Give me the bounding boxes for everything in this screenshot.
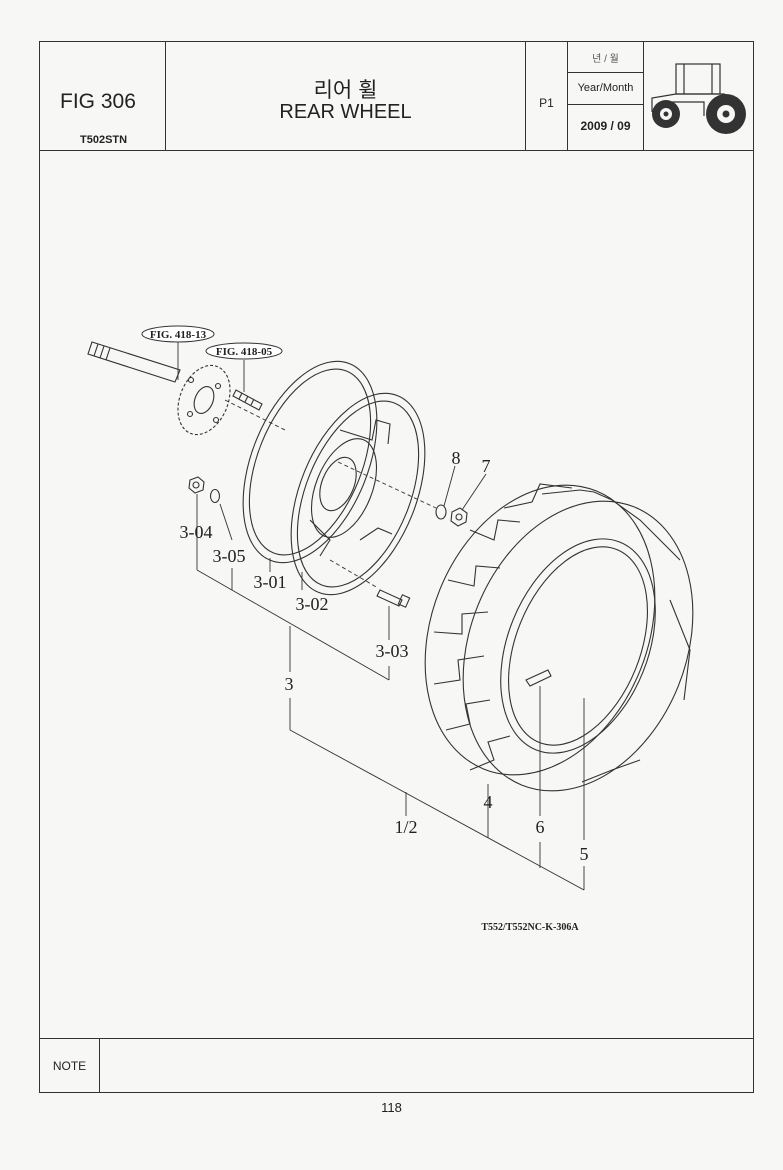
callout-4: 4 <box>484 792 493 812</box>
title-korean: 리어 휠 <box>313 79 378 102</box>
callout-6: 6 <box>536 817 545 837</box>
title-cell: 리어 휠 REAR WHEEL <box>166 42 526 150</box>
fig-ref-418-05: FIG. 418-05 <box>205 342 283 360</box>
axle-shaft <box>87 341 181 383</box>
callout-1-2: 1/2 <box>394 817 417 837</box>
wheel-rim <box>242 360 426 596</box>
svg-text:FIG. 418-13: FIG. 418-13 <box>150 329 207 341</box>
leader-lines <box>177 342 585 891</box>
tractor-cell <box>644 42 753 150</box>
date-cell: 년 / 월 Year/Month 2009 / 09 <box>568 42 644 150</box>
nuts-washers <box>188 476 468 527</box>
divider <box>568 104 643 105</box>
callout-3-04: 3-04 <box>180 522 213 542</box>
year-month-label: Year/Month <box>577 82 634 94</box>
note-row: NOTE <box>40 1038 753 1092</box>
page-frame: FIG 306 T502STN 리어 휠 REAR WHEEL P1 년 / 월… <box>39 41 754 1093</box>
callout-3-01: 3-01 <box>254 572 287 592</box>
title-english: REAR WHEEL <box>279 101 412 123</box>
rim-bolt <box>376 589 411 608</box>
divider <box>568 72 643 73</box>
callout-5: 5 <box>580 844 589 864</box>
fig-cell: FIG 306 T502STN <box>40 42 166 150</box>
year-month-value: 2009 / 09 <box>580 119 631 133</box>
model-code: T502STN <box>80 134 128 146</box>
callout-3-03: 3-03 <box>376 641 409 661</box>
fig-ref-418-13: FIG. 418-13 <box>141 325 215 343</box>
page-code: P1 <box>539 96 554 110</box>
stud-bolt <box>232 389 263 411</box>
svg-text:FIG. 418-05: FIG. 418-05 <box>216 346 273 358</box>
drawing-code: T552/T552NC-K-306A <box>481 922 579 933</box>
rear-tire <box>424 483 694 792</box>
hub-flange <box>177 364 231 436</box>
tractor-icon <box>651 63 746 134</box>
note-label: NOTE <box>40 1039 100 1092</box>
callout-3-02: 3-02 <box>296 594 329 614</box>
callout-3: 3 <box>285 674 294 694</box>
fig-number: FIG 306 <box>60 90 136 113</box>
page-number: 118 <box>381 1100 402 1115</box>
page-cell: P1 <box>526 42 568 150</box>
callout-3-05: 3-05 <box>213 546 246 566</box>
callout-7: 7 <box>482 456 491 476</box>
callout-8: 8 <box>452 448 461 468</box>
header-block: FIG 306 T502STN 리어 휠 REAR WHEEL P1 년 / 월… <box>40 42 753 151</box>
year-month-korean: 년 / 월 <box>592 54 619 65</box>
